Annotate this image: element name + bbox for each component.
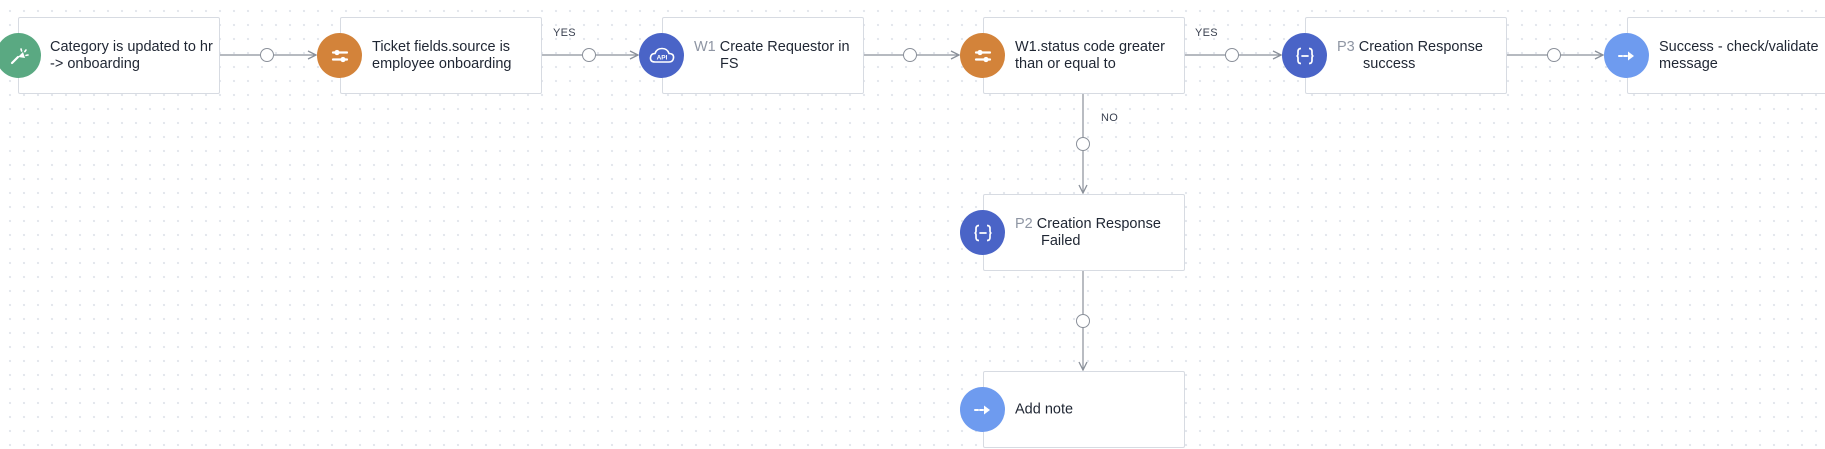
condition-node-label: Ticket fields.source is employee onboard… bbox=[372, 38, 512, 72]
trigger-node-label: Category is updated to hr -> onboarding bbox=[50, 38, 213, 72]
trigger-icon[interactable] bbox=[0, 33, 41, 78]
edge-label-yes: YES bbox=[1195, 27, 1218, 39]
edge-label-yes: YES bbox=[553, 27, 576, 39]
condition-node-label: W1.status code greater than or equal to bbox=[1015, 38, 1165, 72]
condition-icon[interactable] bbox=[960, 33, 1005, 78]
action-node-success[interactable]: Success - check/validate message bbox=[1627, 17, 1825, 94]
svg-text:API: API bbox=[656, 54, 667, 61]
action-arrow-icon[interactable] bbox=[1604, 33, 1649, 78]
api-node-text: Create Requestor in FS bbox=[719, 38, 850, 72]
connector-handle[interactable] bbox=[260, 48, 274, 62]
trigger-node[interactable]: Category is updated to hr -> onboarding bbox=[18, 17, 220, 94]
condition-icon[interactable] bbox=[317, 33, 362, 78]
connector-handle[interactable] bbox=[1076, 314, 1090, 328]
connector-handle[interactable] bbox=[903, 48, 917, 62]
action-node-label: Add note bbox=[1015, 401, 1074, 417]
connector-handle[interactable] bbox=[582, 48, 596, 62]
braces-icon[interactable] bbox=[1282, 33, 1327, 78]
edge-label-no: NO bbox=[1101, 112, 1119, 124]
action-node-label: Success - check/validate message bbox=[1659, 38, 1819, 72]
braces-icon[interactable] bbox=[960, 210, 1005, 255]
parser-node-text: Creation Response success bbox=[1358, 38, 1483, 72]
connector-handle[interactable] bbox=[1076, 137, 1090, 151]
step-code: W1 bbox=[694, 38, 716, 55]
step-code: P3 bbox=[1337, 38, 1355, 55]
connector-handle[interactable] bbox=[1547, 48, 1561, 62]
action-node-add-note[interactable]: Add note bbox=[983, 371, 1185, 448]
parser-node-text: Creation Response Failed bbox=[1036, 215, 1161, 249]
api-cloud-icon[interactable]: API bbox=[639, 33, 684, 78]
connector-handle[interactable] bbox=[1225, 48, 1239, 62]
step-code: P2 bbox=[1015, 215, 1033, 232]
action-arrow-icon[interactable] bbox=[960, 387, 1005, 432]
condition-node-status[interactable]: W1.status code greater than or equal to bbox=[983, 17, 1185, 94]
condition-node-source[interactable]: Ticket fields.source is employee onboard… bbox=[340, 17, 542, 94]
